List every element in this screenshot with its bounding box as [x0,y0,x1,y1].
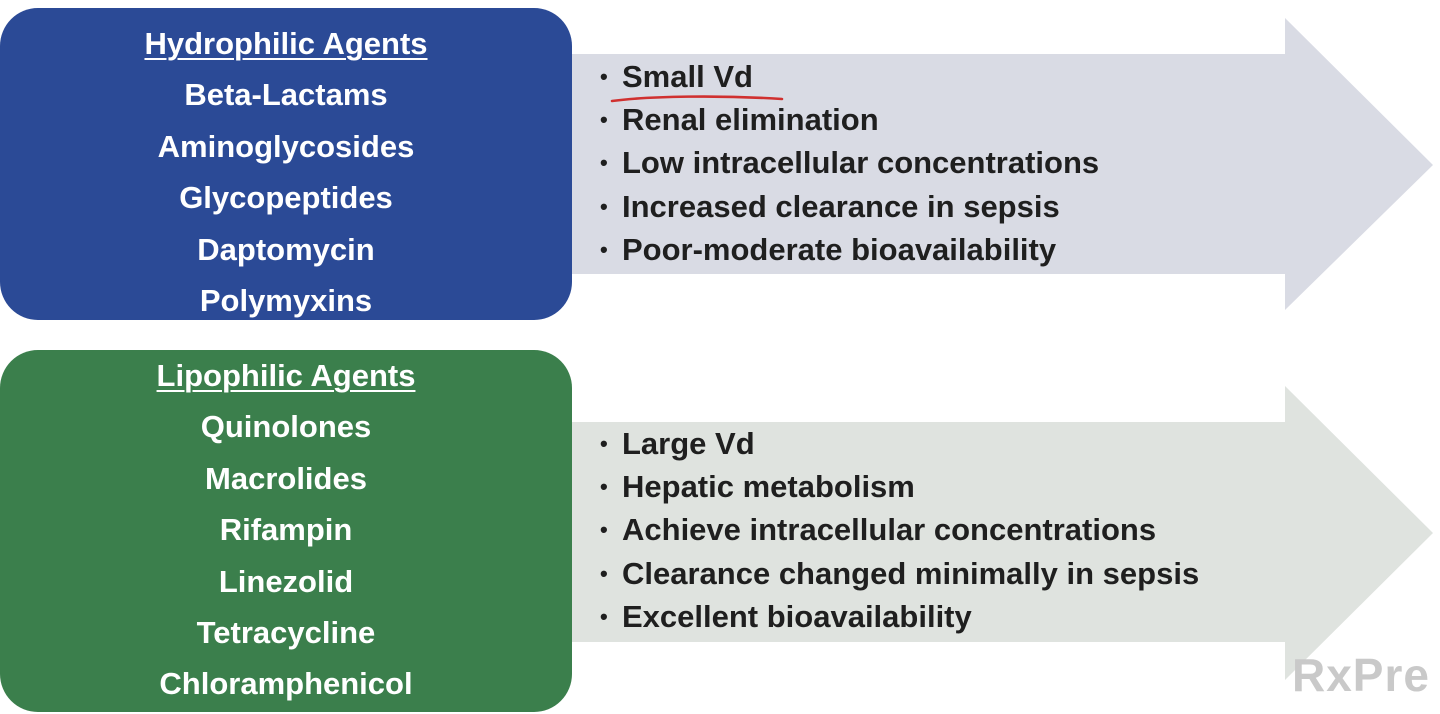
hydrophilic-properties-list: • Small Vd • Renal elimination • Low intrac… [600,55,1099,271]
property-text: Clearance changed minimally in sepsis [622,555,1200,591]
annotation-underline [610,92,790,111]
property-item: • Renal elimination [600,98,1099,141]
property-item: • Poor-moderate bioavailability [600,228,1099,271]
agent-item: Quinolones [200,409,372,445]
property-item: • Clearance changed minimally in sepsis [600,552,1199,595]
property-item: • Low intracellular concentrations [600,141,1099,184]
bullet-icon: • [600,431,608,456]
bullet-icon: • [600,107,608,133]
bullet-icon: • [600,474,608,500]
bullet-icon: • [600,603,608,629]
lipophilic-arrow-shape [540,386,1433,680]
bullet-icon: • [600,64,608,89]
property-text: Small Vd [622,59,753,94]
property-item: • Excellent bioavailability [600,595,1199,638]
property-item: • Small Vd [600,55,1099,98]
lipophilic-properties-list: • Large Vd • Hepatic metabolism • Achieve i… [600,422,1199,638]
property-text: Hepatic metabolism [622,469,915,505]
property-text: Achieve intracellular concentrations [622,512,1157,548]
lipophilic-heading: Lipophilic Agents [156,358,416,393]
hydrophilic-heading: Hydrophilic Agents [144,26,428,61]
agent-item: Glycopeptides [179,180,393,216]
property-item: • Hepatic metabolism [600,465,1199,508]
agent-item: Linezolid [218,563,354,599]
bullet-icon: • [600,150,608,176]
property-item: • Increased clearance in sepsis [600,185,1099,228]
watermark-logo: RxPre [1292,649,1430,701]
agent-item: Aminoglycosides [157,128,415,164]
property-text: Renal elimination [622,102,879,138]
property-text: Large Vd [622,426,755,461]
lipophilic-arrow [540,386,1435,682]
hydrophilic-arrow [540,18,1435,312]
property-item: • Achieve intracellular concentrations [600,508,1199,551]
annotation-underline-stroke [610,95,784,103]
agent-item: Chloramphenicol [159,666,413,702]
bullet-icon: • [600,517,608,543]
property-text: Poor-moderate bioavailability [622,231,1057,267]
bullet-icon: • [600,560,608,586]
agent-item: Rifampin [219,512,353,548]
property-item: • Large Vd [600,422,1199,465]
hydrophilic-agents-box: Hydrophilic Agents Beta-Lactams Aminogly… [0,8,572,320]
property-text: Excellent bioavailability [622,598,972,634]
bullet-icon: • [600,193,608,219]
agent-item: Polymyxins [199,283,373,319]
agent-item: Macrolides [205,460,367,496]
agent-item: Tetracycline [196,615,376,651]
property-text: Low intracellular concentrations [622,145,1100,181]
agent-item: Daptomycin [197,231,375,267]
bullet-icon: • [600,236,608,262]
lipophilic-agents-box: Lipophilic Agents Quinolones Macrolides … [0,350,572,712]
hydrophilic-arrow-shape [540,18,1433,310]
property-text: Increased clearance in sepsis [622,188,1060,224]
agent-item: Beta-Lactams [184,77,388,113]
